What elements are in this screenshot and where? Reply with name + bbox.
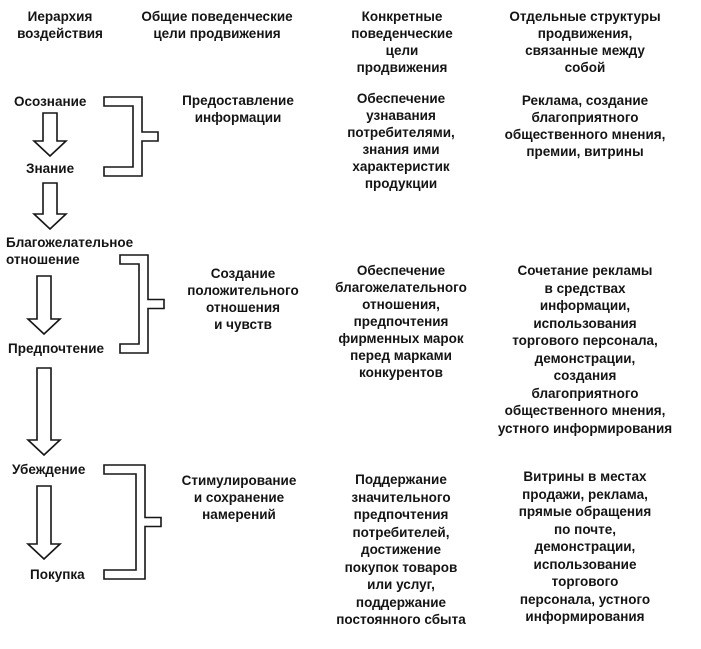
stage-preference: Предпочтение [8,341,105,356]
arrow-awareness-to-knowledge-icon [31,112,69,158]
general-goal-information: Предоставление информации [182,93,294,125]
structures-point-of-sale: Витрины в местах продажи, реклама, прямы… [518,469,652,624]
structures-advertising-pr: Реклама, создание благоприятного обществ… [504,93,666,159]
stage-favorable-attitude: Благожелательное отношение [6,235,134,267]
arrow-conviction-to-purchase-icon [25,485,63,561]
column-header-general-goals: Общие поведенческие цели продвижения [141,9,293,41]
bracket-group-2-icon [119,254,165,354]
stage-knowledge: Знание [26,161,75,176]
specific-goal-sustained-sales: Поддержание значительного предпочтения п… [336,472,466,627]
column-header-hierarchy: Иерархия воздействия [17,9,103,41]
bracket-group-3-icon [103,464,162,580]
arrow-preference-to-conviction-icon [25,367,63,457]
general-goal-stimulation: Стимулирование и сохранение намерений [181,473,297,522]
arrow-knowledge-to-attitude-icon [31,182,69,231]
structures-media-mix: Сочетание рекламы в средствах информации… [497,263,673,436]
stage-conviction: Убеждение [12,462,86,477]
specific-goal-recognition: Обеспечение узнавания потребителями, зна… [347,91,455,191]
column-header-specific-goals: Конкретные поведенческие цели продвижени… [351,9,453,75]
stage-awareness: Осознание [14,94,87,109]
specific-goal-brand-preference: Обеспечение благожелательного отношения,… [335,263,467,380]
stage-purchase: Покупка [30,567,85,582]
arrow-attitude-to-preference-icon [25,275,63,336]
column-header-structures: Отдельные структуры продвижения, связанн… [509,9,661,75]
general-goal-positive-attitude: Создание положительного отношения и чувс… [187,266,299,332]
bracket-group-1-icon [103,96,159,177]
